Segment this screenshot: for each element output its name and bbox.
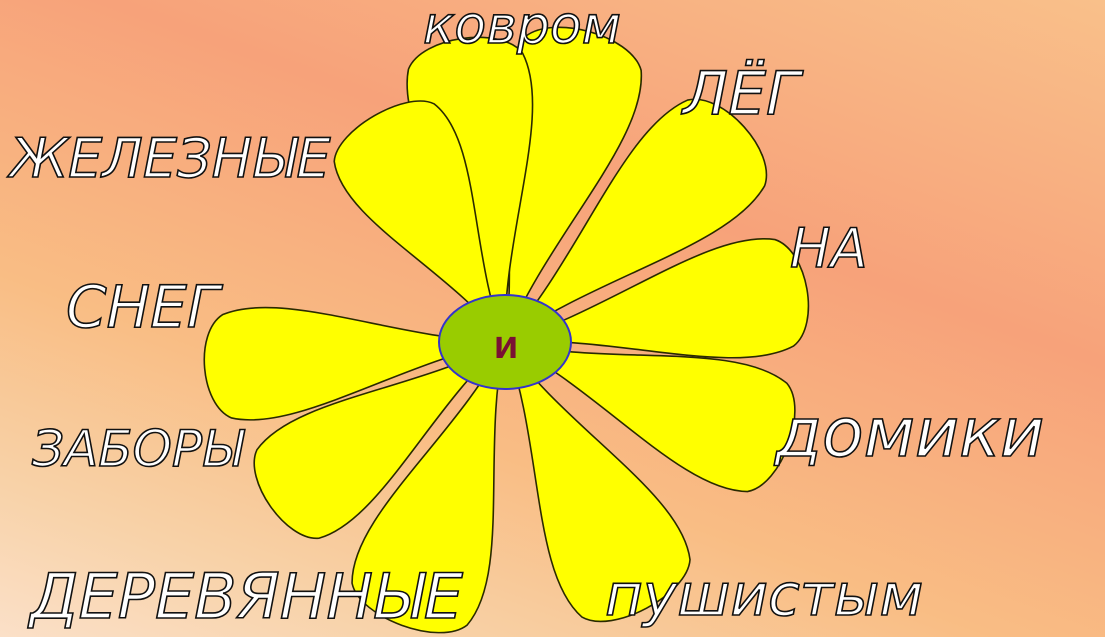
word-domiki: домики [775,400,1044,468]
word-zabory: ЗАБОРЫ [32,424,243,474]
word-pushistym: пушистым [605,566,923,624]
word-kovrom: ковром [423,0,621,52]
word-leg: ЛЁГ [683,64,799,124]
word-sneg: СНЕГ [66,278,219,336]
word-na: НА [790,222,868,276]
center-letter: и [440,297,572,393]
word-zheleznye: ЖЕЛЕЗНЫЕ [10,132,331,186]
word-derevyannye: ДЕРЕВЯННЫЕ [30,566,463,628]
